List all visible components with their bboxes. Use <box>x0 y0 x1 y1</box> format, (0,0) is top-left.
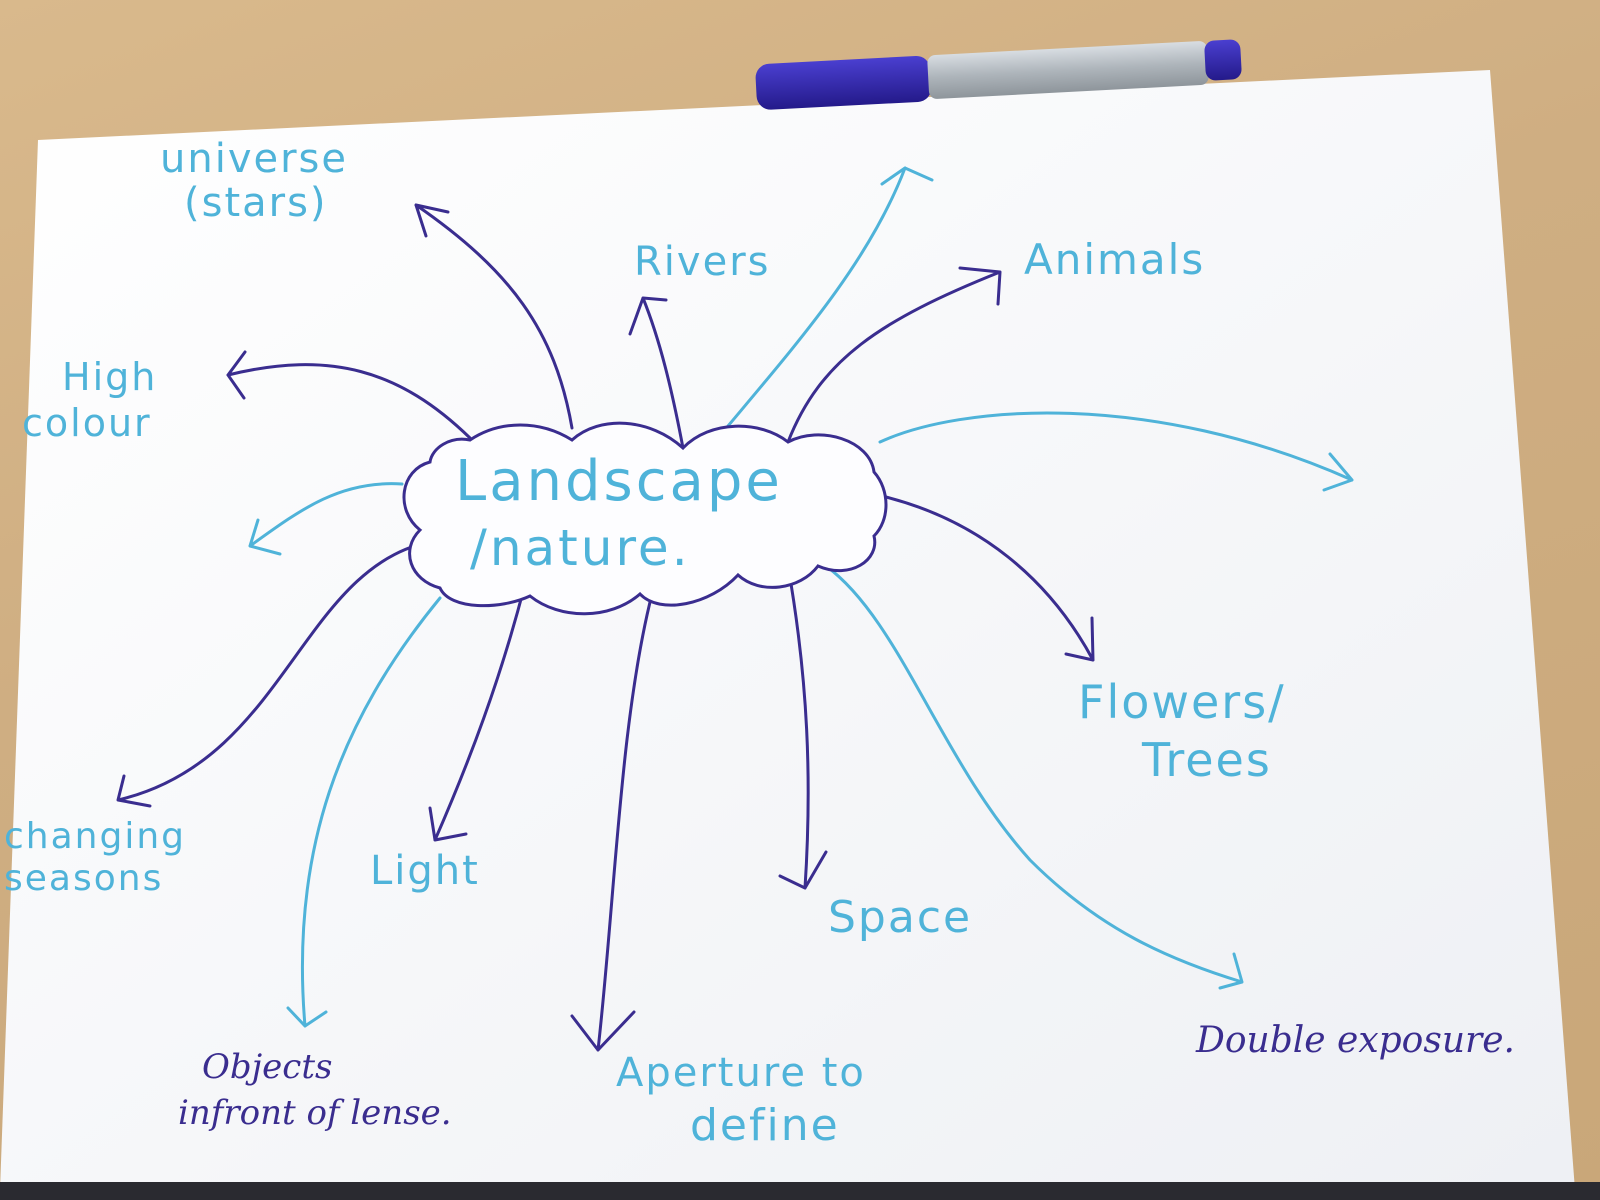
pen-end <box>1204 39 1242 81</box>
dark-connectors <box>116 203 1095 1052</box>
label-objects-2: infront of lense. <box>178 1093 452 1133</box>
label-flowers-1: Flowers/ <box>1078 675 1286 729</box>
label-objects-1: Objects <box>202 1047 332 1087</box>
label-animals: Animals <box>1024 235 1205 284</box>
central-cloud: Landscape /nature. <box>402 421 888 616</box>
label-space: Space <box>828 892 972 943</box>
paper-sheet <box>0 70 1575 1190</box>
label-universe-2: (stars) <box>184 180 328 226</box>
arrow-universe <box>414 203 574 430</box>
cloud-outline <box>402 421 888 616</box>
arrow-objects <box>286 596 442 1028</box>
arrow-aperture <box>570 592 654 1052</box>
label-seasons-2: seasons <box>4 858 163 899</box>
arrow-seasons <box>116 538 442 808</box>
pen-cap <box>755 55 932 110</box>
arrow-light <box>428 586 526 842</box>
arrow-animals <box>786 266 1002 444</box>
arrow-rivers <box>628 296 685 450</box>
center-label-line1: Landscape <box>455 449 783 514</box>
label-seasons-1: changing <box>4 816 186 857</box>
arrow-right-unlabeled <box>878 411 1354 492</box>
label-aperture-1: Aperture to <box>616 1050 866 1096</box>
node-labels: universe (stars) Rivers Animals High col… <box>4 136 1515 1151</box>
arrow-high-colour <box>226 350 472 440</box>
label-high-1: High <box>62 355 157 399</box>
arrow-top-unlabeled <box>726 166 934 428</box>
marker-pen <box>755 39 1242 110</box>
arrow-left-unlabeled <box>248 482 404 556</box>
arrow-flowers <box>880 494 1095 662</box>
pen-barrel <box>927 41 1209 99</box>
light-connectors <box>248 166 1354 1028</box>
arrow-space <box>778 564 828 890</box>
label-rivers: Rivers <box>634 239 770 285</box>
bottom-edge <box>0 1182 1600 1200</box>
label-high-2: colour <box>22 401 152 445</box>
label-double-exposure: Double exposure. <box>1195 1020 1515 1061</box>
center-label-line2: /nature. <box>470 519 691 577</box>
label-flowers-2: Trees <box>1141 733 1272 787</box>
arrow-double-exposure <box>824 564 1244 990</box>
label-light: Light <box>370 848 480 894</box>
label-universe-1: universe <box>160 136 348 182</box>
label-aperture-2: define <box>690 1100 840 1151</box>
